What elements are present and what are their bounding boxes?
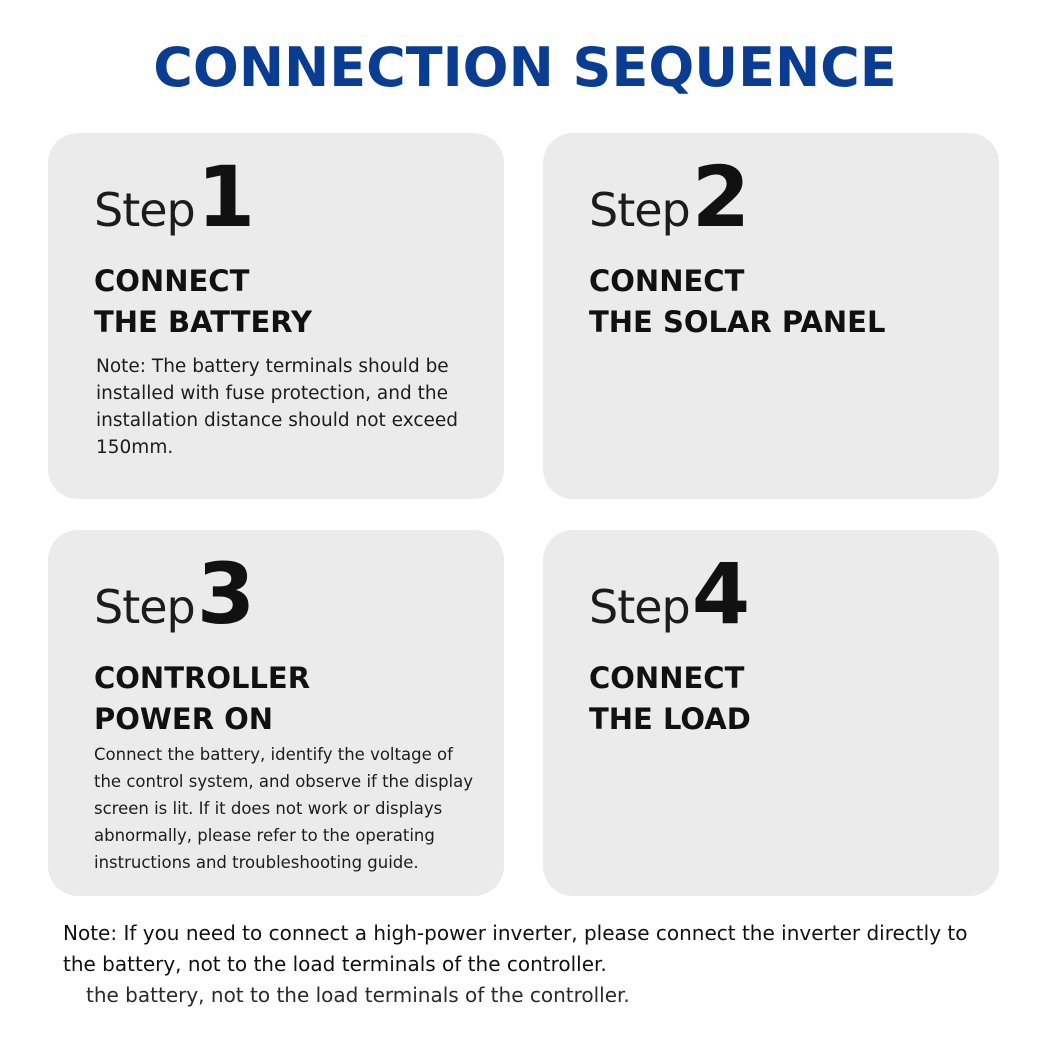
step-title-line: CONNECT	[94, 264, 250, 298]
step-word: Step	[94, 580, 196, 634]
step-1-card: Step1 CONNECT THE BATTERY Note: The batt…	[48, 133, 504, 499]
step-3-title: CONTROLLER POWER ON	[94, 658, 310, 740]
step-word: Step	[589, 580, 691, 634]
step-title-line: THE SOLAR PANEL	[589, 305, 886, 339]
step-1-note: Note: The battery terminals should be in…	[96, 356, 459, 458]
step-3-description: Connect the battery, identify the voltag…	[94, 745, 474, 872]
step-4-heading: Step4	[589, 552, 750, 636]
step-title-line: POWER ON	[94, 702, 274, 736]
step-number: 2	[691, 148, 751, 246]
step-2-heading: Step2	[589, 155, 750, 239]
step-number: 3	[196, 545, 256, 643]
step-word: Step	[94, 183, 196, 237]
step-4-card: Step4 CONNECT THE LOAD	[543, 530, 999, 896]
step-title-line: THE BATTERY	[94, 305, 313, 339]
step-title-line: CONNECT	[589, 661, 745, 695]
step-2-title: CONNECT THE SOLAR PANEL	[589, 261, 885, 343]
bottom-note-ghost-line: the battery, not to the load terminals o…	[86, 983, 630, 1007]
step-title-line: THE LOAD	[589, 702, 751, 736]
step-3-heading: Step3	[94, 552, 255, 636]
step-4-title: CONNECT THE LOAD	[589, 658, 751, 740]
bottom-note-line-1: Note: If you need to connect a high-powe…	[63, 921, 968, 945]
step-word: Step	[589, 183, 691, 237]
page-title: CONNECTION SEQUENCE	[153, 36, 897, 99]
step-title-line: CONTROLLER	[94, 661, 311, 695]
bottom-note-line-2: the battery, not to the load terminals o…	[63, 952, 607, 976]
step-3-card: Step3 CONTROLLER POWER ON Connect the ba…	[48, 530, 504, 896]
step-number: 4	[691, 545, 751, 643]
step-1-title: CONNECT THE BATTERY	[94, 261, 312, 343]
step-1-heading: Step1	[94, 155, 255, 239]
step-title-line: CONNECT	[589, 264, 745, 298]
bottom-note: Note: If you need to connect a high-powe…	[63, 918, 1023, 980]
step-2-card: Step2 CONNECT THE SOLAR PANEL	[543, 133, 999, 499]
step-number: 1	[196, 148, 256, 246]
